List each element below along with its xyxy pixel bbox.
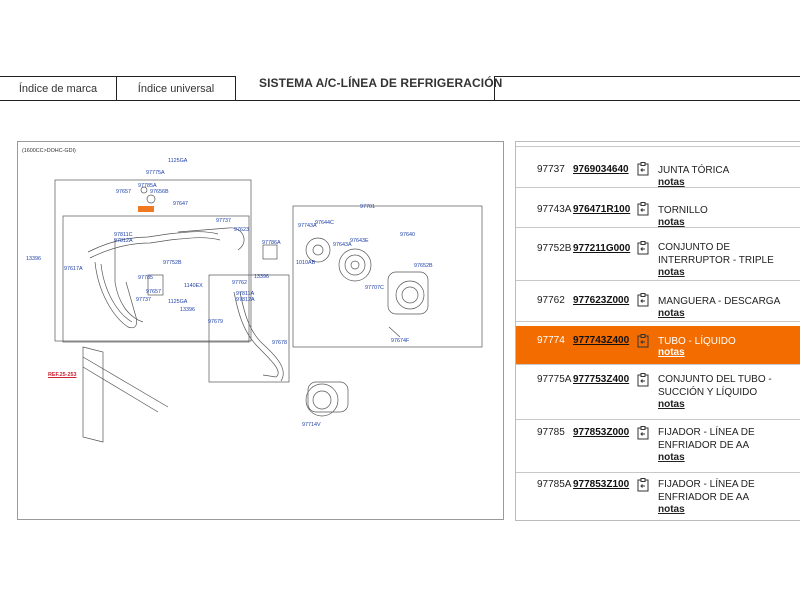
callout-label[interactable]: 13396 [254,274,269,280]
callout-label[interactable]: 97644C [315,220,334,226]
part-number-link[interactable]: 976471R100 [573,204,631,215]
callout-label[interactable]: 97679 [208,319,223,325]
callout-label[interactable]: 97657 [116,189,131,195]
callout-label[interactable]: 1125GA [168,299,188,305]
callout-label[interactable]: 97623 [234,227,249,233]
part-ref: 97743A [537,204,572,215]
part-row[interactable]: 97775A 977753Z400 CONJUNTO DEL TUBO - SU… [516,365,800,420]
part-description: FIJADOR - LÍNEA DE ENFRIADOR DE AA [658,479,755,503]
part-row[interactable]: 97743A 976471R100 TORNILLO notas [516,188,800,228]
notas-link[interactable]: notas [658,217,685,228]
header-box [494,76,800,101]
part-ref: 97775A [537,374,572,385]
part-description: MANGUERA - DESCARGA [658,296,781,307]
callout-label[interactable]: 97786A [262,240,281,246]
parts-list[interactable]: notas 97737 9769034640 JUNTA TÓRICA nota… [515,141,800,521]
callout-label[interactable]: 97752B [163,260,182,266]
part-row[interactable]: notas [516,141,800,147]
callout-label[interactable]: 97714V [302,422,321,428]
part-ref: 97785A [537,479,572,490]
part-row[interactable]: 97752B 977211G000 CONJUNTO DE INTERRUPTO… [516,228,800,281]
callout-label[interactable]: 97656B [150,189,169,195]
callout-label[interactable]: 1125GA [168,158,188,164]
callout-label[interactable]: 97617A [64,266,83,272]
part-number-link[interactable]: 977853Z100 [573,479,630,490]
part-number-link[interactable]: 9769034640 [573,164,629,175]
notas-link[interactable]: notas [658,308,685,319]
callout-label[interactable]: 97785A [138,183,157,189]
callout-label[interactable]: 97643E [350,238,369,244]
highlight-tag[interactable] [138,206,154,212]
callout-label[interactable]: 97640 [400,232,415,238]
callout-label[interactable]: 97652B [414,263,433,269]
engine-code-label: (1600CC>DOHC-GDI) [22,148,76,154]
callout-label[interactable]: 97678 [272,340,287,346]
callout-label[interactable]: 97812A [114,238,133,244]
callout-label[interactable]: 97812A [236,297,255,303]
notas-link[interactable]: notas [658,452,685,463]
callout-label[interactable]: 13396 [180,307,195,313]
part-description: FIJADOR - LÍNEA DE ENFRIADOR DE AA [658,427,755,451]
tab-brand-index[interactable]: Índice de marca [0,76,117,101]
callout-label[interactable]: 97657 [146,289,161,295]
clipboard-arrow-icon[interactable] [637,478,649,492]
part-description: TORNILLO [658,205,708,216]
callout-label[interactable]: 97743A [298,223,317,229]
callout-label[interactable]: 97775A [146,170,165,176]
parts-diagram[interactable]: (1600CC>DOHC-GDI) REF.25-253 1125GA 9777… [17,141,504,520]
part-description: JUNTA TÓRICA [658,165,730,176]
notas-link[interactable]: notas [658,267,685,278]
callout-label[interactable]: 97707C [365,285,384,291]
clipboard-arrow-icon[interactable] [637,334,649,348]
part-ref: 97762 [537,295,565,306]
part-description: CONJUNTO DEL TUBO - SUCCIÓN Y LÍQUIDO [658,374,772,398]
clipboard-arrow-icon[interactable] [637,162,649,176]
notas-link[interactable]: notas [658,504,685,515]
part-description: TUBO - LÍQUIDO [658,336,736,347]
callout-label[interactable]: 97811A [236,291,255,297]
clipboard-arrow-icon[interactable] [637,141,649,142]
clipboard-arrow-icon[interactable] [637,426,649,440]
part-number-link[interactable]: 977623Z000 [573,295,630,306]
part-description: CONJUNTO DE INTERRUPTOR - TRIPLE [658,242,774,266]
part-ref: 97774 [537,335,565,346]
callout-label[interactable]: 97811C [114,232,133,238]
top-bar: Índice de marca Índice universal SISTEMA… [0,76,800,101]
part-number-link[interactable]: 977743Z400 [573,335,630,346]
callout-label[interactable]: 97643A [333,242,352,248]
callout-label[interactable]: 97762 [232,280,247,286]
callout-label[interactable]: 13396 [26,256,41,262]
part-row[interactable]: 97785A 977853Z100 FIJADOR - LÍNEA DE ENF… [516,473,800,520]
callout-label[interactable]: 97674F [391,338,410,344]
callout-label[interactable]: 1140EX [184,283,203,289]
part-number-link[interactable]: 977853Z000 [573,427,630,438]
callout-label[interactable]: 97737 [136,297,151,303]
callout-label[interactable]: 1010AB [296,260,316,266]
page-title: SISTEMA A/C-LÍNEA DE REFRIGERACIÓN [259,76,503,90]
callout-label[interactable]: 97737 [216,218,231,224]
clipboard-arrow-icon[interactable] [637,373,649,387]
ref-link[interactable]: REF.25-253 [48,372,77,378]
clipboard-arrow-icon[interactable] [637,241,649,255]
callout-label[interactable]: 97647 [173,201,188,207]
part-ref: 97737 [537,164,565,175]
clipboard-arrow-icon[interactable] [637,202,649,216]
tab-universal-index[interactable]: Índice universal [116,76,236,101]
callout-label[interactable]: 97701 [360,204,375,210]
clipboard-arrow-icon[interactable] [637,293,649,307]
part-ref: 97785 [537,427,565,438]
part-ref: 97752B [537,243,572,254]
part-row[interactable]: 97737 9769034640 JUNTA TÓRICA notas [516,147,800,188]
header-divider [236,100,494,101]
diagram-drawing [54,179,483,443]
notas-link[interactable]: notas [658,399,685,410]
part-number-link[interactable]: 977753Z400 [573,374,630,385]
notas-link[interactable]: notas [658,347,685,358]
part-row[interactable]: 97762 977623Z000 MANGUERA - DESCARGA not… [516,281,800,322]
callout-label[interactable]: 97785 [138,275,153,281]
part-row-selected[interactable]: 97774 977743Z400 TUBO - LÍQUIDO notas [516,326,800,365]
notas-link[interactable]: notas [658,177,685,188]
part-number-link[interactable]: 977211G000 [573,243,631,254]
part-row[interactable]: 97785 977853Z000 FIJADOR - LÍNEA DE ENFR… [516,420,800,473]
